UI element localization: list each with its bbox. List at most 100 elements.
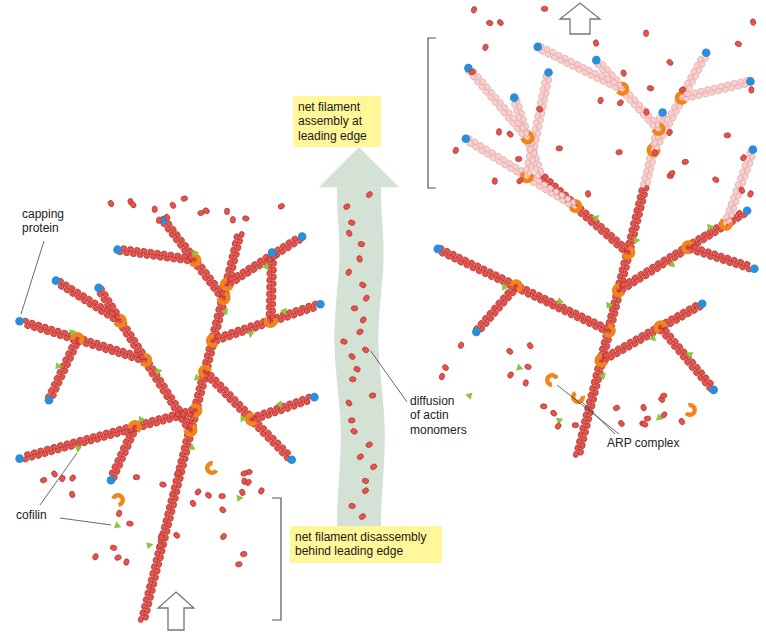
capping-protein [433,245,442,254]
actin-monomer [643,30,648,37]
actin-monomer [536,105,544,113]
label-text: ARP complex [607,436,679,450]
actin-monomer [110,545,118,552]
cofilin [599,370,609,380]
new-actin-filament [511,96,545,179]
actin-monomer [345,399,353,407]
leader-line [557,385,619,434]
cofilin [707,223,715,231]
actin-monomer [173,531,181,539]
actin-monomer [242,215,249,221]
actin-filament [614,209,749,294]
actin-monomer [116,510,123,518]
cofilin [155,367,163,375]
cofilin [502,283,509,291]
arp-complex [509,279,523,293]
arp-complex [569,199,582,213]
cofilin [69,328,77,337]
arp-complex [190,253,202,267]
arp-complex [621,246,635,260]
actin-monomer [40,477,48,484]
new-actin-filament [522,72,553,179]
actin-monomer [486,19,494,26]
actin-monomer [239,488,246,496]
actin-monomer [244,478,252,486]
actin-monomer [647,85,655,92]
capping-protein [592,56,601,65]
actin-monomer [612,404,620,411]
actin-monomer [157,533,165,541]
actin-subunit [520,116,527,124]
arp-complex [612,283,625,297]
actin-monomer [92,553,99,561]
actin-monomer [197,210,204,216]
actin-monomer [107,199,115,207]
cofilin [193,249,200,256]
actin-monomer [240,470,248,477]
capping-protein [52,276,61,285]
capping-protein [702,49,711,58]
actin-monomer [126,521,133,527]
actin-monomer [349,376,356,382]
actin-monomer [129,201,137,209]
actin-monomer [666,128,673,136]
actin-monomer [641,420,649,428]
box-text: net filament disassembly behind leading … [295,530,437,559]
stage-box: net filament disassembly behind leading … [290,526,442,563]
actin-monomer [348,219,356,226]
arp-complex [140,353,153,367]
actin-monomer [750,18,757,26]
actin-monomer [496,18,504,26]
leader-line [21,241,44,314]
cofilin [556,297,565,306]
actin-filament [596,301,704,364]
actin-monomer [516,177,524,185]
cofilin [188,443,195,450]
actin-monomer [471,6,478,14]
arp-complex [113,314,126,328]
actin-filament [45,336,84,401]
actin-monomer [219,532,227,540]
actin-monomer [515,156,522,162]
actin-monomer [358,513,366,521]
actin-filament [536,173,631,258]
actin-monomer [681,159,689,166]
cofilin [686,349,695,358]
actin-monomer [356,453,364,461]
actin-monomer [340,338,348,345]
capping-protein [268,248,277,257]
actin-monomer [526,342,534,350]
actin-monomers [40,6,757,568]
actin-monomer [747,190,754,198]
actin-monomer [541,6,548,11]
cofilin [146,541,154,549]
actin-monomer [353,365,361,373]
actin-monomer [356,255,363,263]
capping-protein [15,454,24,463]
arp-complex [198,365,212,379]
actin-monomer [159,481,167,488]
actin-monomer [156,542,164,549]
actin-monomer [204,491,212,499]
leader-lines [21,241,619,525]
cofilin [634,236,641,244]
arp-complex [675,91,687,105]
arp-complex [264,317,278,328]
capping-protein [15,317,24,326]
actin-subunit [692,244,700,251]
cofilin [139,416,146,423]
actin-monomer [651,149,658,157]
actin-filament [222,235,304,288]
actin-monomer [219,506,227,514]
movement-arrow [158,592,194,630]
actin-subunit [717,252,725,259]
actin-monomer [350,427,358,435]
capping-protein [316,300,325,309]
capping-protein [709,386,718,395]
capping-protein [749,145,758,154]
actin-monomer [277,203,285,210]
actin-monomer [482,43,489,51]
capping-protein [113,245,122,254]
cofilin [465,390,475,400]
